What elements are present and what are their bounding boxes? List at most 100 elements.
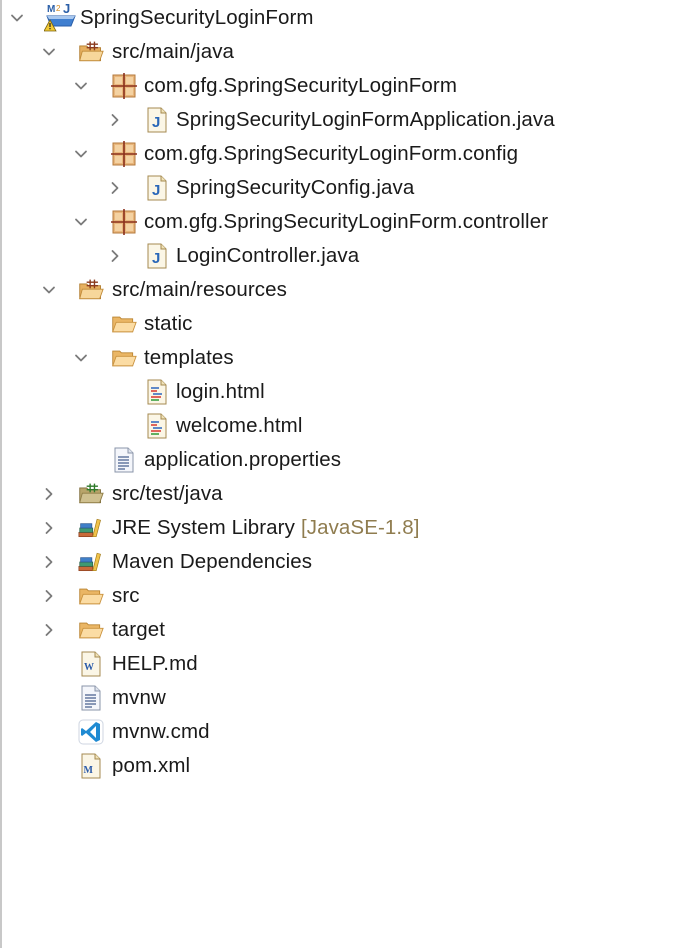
package-explorer-tree: M 2 J SpringSecurityLoginForm src/main/j… xyxy=(0,1,678,783)
tree-item-label: templates xyxy=(144,341,234,375)
tree-item-text: welcome.html xyxy=(176,414,303,437)
svg-text:J: J xyxy=(63,2,70,16)
folder-icon xyxy=(111,346,137,370)
chevron-down-icon[interactable] xyxy=(72,77,90,95)
chevron-down-icon[interactable] xyxy=(72,145,90,163)
tree-item-label: com.gfg.SpringSecurityLoginForm xyxy=(144,69,457,103)
tree-item-decoration: [JavaSE-1.8] xyxy=(300,516,420,539)
java-file-icon: J xyxy=(144,175,170,201)
svg-text:W: W xyxy=(84,662,94,673)
tree-item-text: target xyxy=(112,618,166,641)
svg-text:2: 2 xyxy=(56,4,61,13)
chevron-right-icon[interactable] xyxy=(106,179,124,197)
folder-icon xyxy=(78,584,104,608)
tree-item-maven-deps[interactable]: Maven Dependencies xyxy=(0,545,678,579)
tree-item-label: static xyxy=(144,307,192,341)
tree-item-static[interactable]: static xyxy=(0,307,678,341)
chevron-down-icon[interactable] xyxy=(40,281,58,299)
html-file-icon xyxy=(144,379,170,405)
tree-item-src-main-java[interactable]: src/main/java xyxy=(0,35,678,69)
tree-item-login-html[interactable]: login.html xyxy=(0,375,678,409)
tree-item-text: mvnw.cmd xyxy=(112,720,210,743)
tree-item-config-java[interactable]: J SpringSecurityConfig.java xyxy=(0,171,678,205)
tree-item-text: Maven Dependencies xyxy=(112,550,313,573)
package-icon xyxy=(111,73,137,99)
tree-item-text: src/test/java xyxy=(112,482,223,505)
svg-text:J: J xyxy=(152,182,160,199)
chevron-down-icon[interactable] xyxy=(40,43,58,61)
svg-text:J: J xyxy=(152,114,160,131)
chevron-right-icon[interactable] xyxy=(40,485,58,503)
tree-item-text: com.gfg.SpringSecurityLoginForm.controll… xyxy=(144,210,549,233)
tree-item-text: SpringSecurityConfig.java xyxy=(176,176,415,199)
tree-item-target[interactable]: target xyxy=(0,613,678,647)
tree-item-src[interactable]: src xyxy=(0,579,678,613)
tree-item-label: LoginController.java xyxy=(176,239,359,273)
chevron-right-icon[interactable] xyxy=(106,247,124,265)
tree-item-jre[interactable]: JRE System Library[JavaSE-1.8] xyxy=(0,511,678,545)
tree-item-text: application.properties xyxy=(144,448,342,471)
text-file-icon xyxy=(111,447,137,473)
tree-item-src-test-java[interactable]: src/test/java xyxy=(0,477,678,511)
tree-item-text: SpringSecurityLoginForm xyxy=(80,6,314,29)
folder-icon xyxy=(78,618,104,642)
tree-item-app-props[interactable]: application.properties xyxy=(0,443,678,477)
tree-item-mvnw-cmd[interactable]: mvnw.cmd xyxy=(0,715,678,749)
tree-item-app-java[interactable]: J SpringSecurityLoginFormApplication.jav… xyxy=(0,103,678,137)
tree-item-templates[interactable]: templates xyxy=(0,341,678,375)
panel-left-border xyxy=(0,0,2,948)
tree-item-label: JRE System Library[JavaSE-1.8] xyxy=(112,511,420,545)
word-file-icon: W xyxy=(78,651,104,677)
package-icon xyxy=(111,209,137,235)
tree-item-text: com.gfg.SpringSecurityLoginForm.config xyxy=(144,142,519,165)
tree-item-controller-java[interactable]: J LoginController.java xyxy=(0,239,678,273)
tree-item-text: SpringSecurityLoginFormApplication.java xyxy=(176,108,555,131)
chevron-right-icon[interactable] xyxy=(40,621,58,639)
chevron-down-icon[interactable] xyxy=(72,349,90,367)
tree-item-src-main-resources[interactable]: src/main/resources xyxy=(0,273,678,307)
test-source-folder-icon xyxy=(78,482,104,506)
chevron-right-icon[interactable] xyxy=(40,519,58,537)
tree-item-label: HELP.md xyxy=(112,647,198,681)
tree-item-label: pom.xml xyxy=(112,749,190,783)
tree-item-text: pom.xml xyxy=(112,754,191,777)
text-file-icon xyxy=(78,685,104,711)
tree-item-pkg-config[interactable]: com.gfg.SpringSecurityLoginForm.config xyxy=(0,137,678,171)
html-file-icon xyxy=(144,413,170,439)
chevron-down-icon[interactable] xyxy=(72,213,90,231)
tree-item-text: com.gfg.SpringSecurityLoginForm xyxy=(144,74,458,97)
tree-item-label: SpringSecurityLoginForm xyxy=(80,1,314,35)
chevron-right-icon[interactable] xyxy=(40,587,58,605)
chevron-right-icon[interactable] xyxy=(106,111,124,129)
tree-item-project[interactable]: M 2 J SpringSecurityLoginForm xyxy=(0,1,678,35)
tree-item-label: application.properties xyxy=(144,443,341,477)
tree-item-label: src xyxy=(112,579,140,613)
tree-item-text: src/main/resources xyxy=(112,278,287,301)
tree-item-pkg-controller[interactable]: com.gfg.SpringSecurityLoginForm.controll… xyxy=(0,205,678,239)
tree-item-text: static xyxy=(144,312,193,335)
tree-item-welcome-html[interactable]: welcome.html xyxy=(0,409,678,443)
tree-item-label: SpringSecurityLoginFormApplication.java xyxy=(176,103,555,137)
tree-item-text: JRE System Library xyxy=(112,516,295,539)
tree-item-pkg-root[interactable]: com.gfg.SpringSecurityLoginForm xyxy=(0,69,678,103)
svg-text:M: M xyxy=(47,4,55,15)
chevron-right-icon[interactable] xyxy=(40,553,58,571)
chevron-down-icon[interactable] xyxy=(8,9,26,27)
source-folder-icon xyxy=(78,40,104,64)
tree-item-label: welcome.html xyxy=(176,409,303,443)
tree-item-text: src xyxy=(112,584,140,607)
tree-item-pom-xml[interactable]: M pom.xml xyxy=(0,749,678,783)
maven-pom-icon: M xyxy=(78,753,104,779)
svg-text:J: J xyxy=(152,250,160,267)
tree-item-text: LoginController.java xyxy=(176,244,360,267)
tree-item-mvnw[interactable]: mvnw xyxy=(0,681,678,715)
tree-item-text: mvnw xyxy=(112,686,166,709)
tree-item-label: src/main/java xyxy=(112,35,234,69)
tree-item-label: src/test/java xyxy=(112,477,223,511)
tree-item-help-md[interactable]: W HELP.md xyxy=(0,647,678,681)
java-file-icon: J xyxy=(144,107,170,133)
tree-item-label: SpringSecurityConfig.java xyxy=(176,171,414,205)
vscode-file-icon xyxy=(78,719,104,745)
tree-item-text: HELP.md xyxy=(112,652,198,675)
package-icon xyxy=(111,141,137,167)
